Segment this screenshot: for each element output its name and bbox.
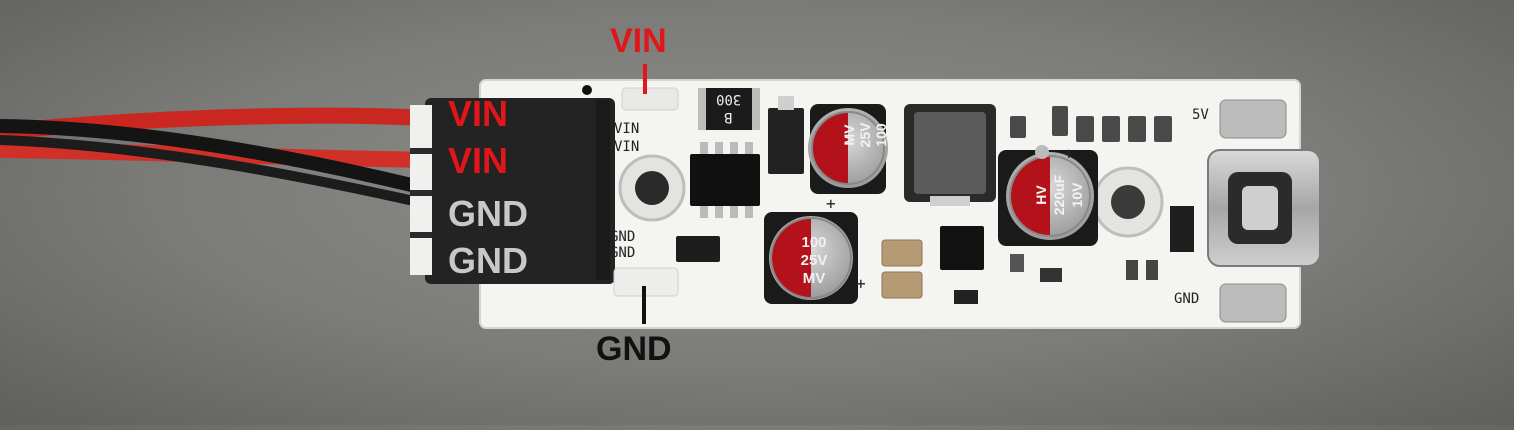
- qfn-ic: [940, 226, 984, 270]
- resistor-code: 300: [716, 91, 742, 107]
- silk-vin-1: VIN: [614, 121, 640, 137]
- gnd-pad: [613, 267, 679, 297]
- vin-callout: VIN: [610, 22, 667, 60]
- cap-top-value: 100: [873, 123, 889, 147]
- black-wire-1: [0, 119, 434, 197]
- pad-gnd: [1219, 283, 1287, 323]
- silk-out-gnd: GND: [1174, 291, 1200, 307]
- resistor-b: B: [724, 109, 733, 125]
- header-pin-3-label: GND: [448, 193, 528, 234]
- pad-5v: [1219, 99, 1287, 139]
- ceramic-cap-2: [881, 271, 923, 299]
- header-pin-4-label: GND: [448, 240, 528, 281]
- ceramic-cap-1: [881, 239, 923, 267]
- cap-bottom-voltage: 25V: [800, 252, 828, 269]
- diode-top: [768, 108, 804, 174]
- gnd-callout: GND: [596, 330, 672, 368]
- header-pin-2-label: VIN: [448, 140, 509, 181]
- gnd-leader-line: [642, 286, 646, 324]
- polarity-mark-top: +: [826, 194, 836, 213]
- cap-right-value: 220uF: [1051, 174, 1067, 216]
- header-pin-1-label: VIN: [448, 93, 509, 134]
- pin-header: [425, 98, 615, 284]
- black-wire-2: [0, 135, 434, 210]
- vin-pad: [621, 87, 679, 111]
- silk-gnd-1: GND: [610, 229, 636, 245]
- soic-ic: [690, 142, 760, 218]
- cap-bottom-value: 100: [801, 234, 827, 251]
- cap-bottom-series: MV: [802, 270, 826, 287]
- silk-gnd-2: GND: [610, 245, 636, 261]
- cap-top-series: MV: [841, 124, 857, 146]
- cap-right-voltage: 10V: [1069, 182, 1085, 208]
- cap-top-voltage: 25V: [857, 122, 873, 148]
- silk-5v: 5V: [1192, 107, 1209, 123]
- polarity-mark-right: +: [1064, 144, 1074, 163]
- resistor-300: [700, 88, 758, 130]
- polarity-mark-bottom: +: [856, 274, 866, 293]
- silk-vin-2: VIN: [614, 139, 640, 155]
- diode-bottom: [676, 236, 720, 262]
- red-wire-2: [0, 142, 431, 168]
- smd-row: [1010, 106, 1172, 142]
- cap-right-brand: HV: [1033, 185, 1049, 205]
- vin-leader-line: [643, 64, 647, 94]
